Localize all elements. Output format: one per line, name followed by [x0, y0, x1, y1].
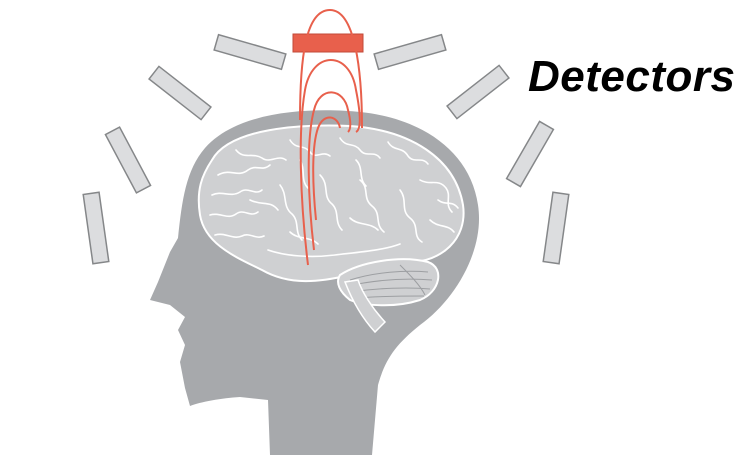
magnetic-field-lines — [299, 8, 363, 266]
detector — [148, 65, 212, 121]
detector — [373, 33, 447, 71]
detector-array — [82, 33, 570, 265]
detector — [82, 191, 110, 265]
detector — [446, 64, 510, 120]
brain-stem — [343, 279, 387, 334]
detector — [505, 120, 555, 188]
active-detector — [292, 33, 364, 53]
detector — [213, 33, 287, 71]
detector — [104, 126, 152, 194]
detector — [542, 191, 570, 265]
detectors-label: Detectors — [528, 52, 736, 101]
brain-sulci — [209, 137, 459, 258]
